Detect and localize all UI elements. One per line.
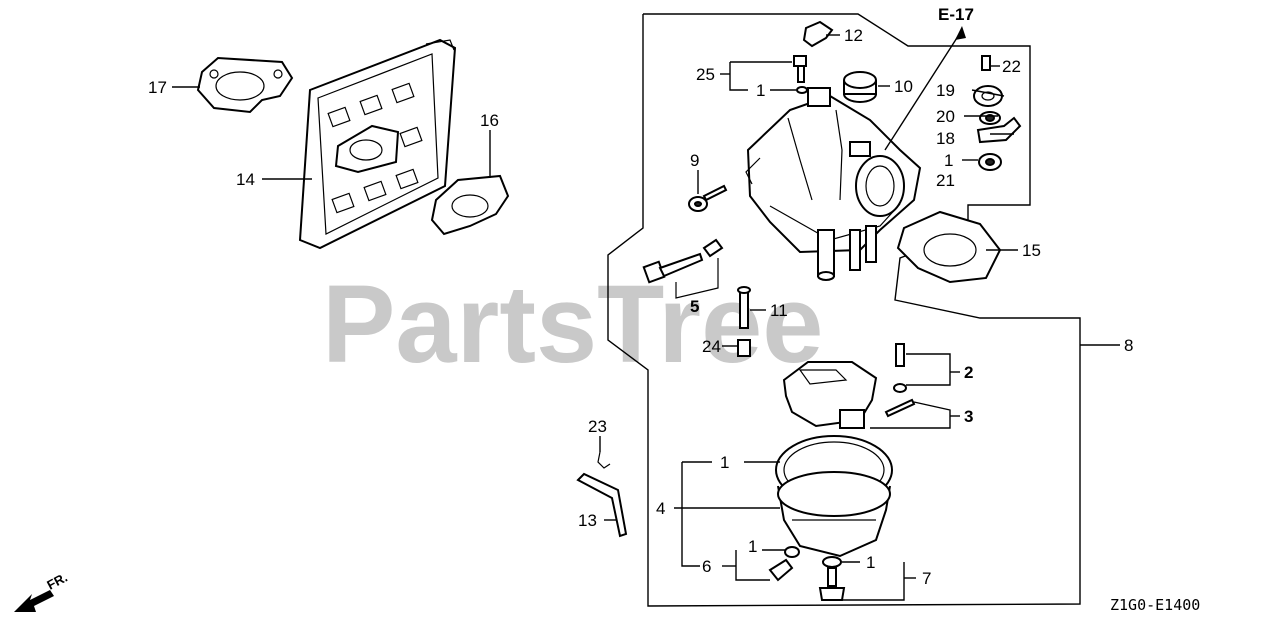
front-direction-icon: FR. (14, 570, 70, 612)
callout-22: 22 (1002, 57, 1021, 76)
leader-lines (172, 34, 1120, 601)
callout-19: 19 (936, 81, 955, 100)
callout-4: 4 (656, 499, 665, 518)
callout-20: 20 (936, 107, 955, 126)
callout-21: 21 (936, 171, 955, 190)
choke-valve-parts (973, 55, 1022, 171)
callout-13: 13 (578, 511, 597, 530)
callout-12: 12 (844, 26, 863, 45)
callout-1-bolt: 1 (866, 553, 875, 572)
carburetor-spacer-14 (298, 38, 457, 250)
direction-label: FR. (44, 570, 70, 593)
callout-1-drain: 1 (748, 537, 757, 556)
callout-14: 14 (236, 170, 255, 189)
callout-15: 15 (1022, 241, 1041, 260)
float-valve-2-pin-3 (884, 343, 916, 418)
pilot-screw-5 (642, 238, 724, 299)
callout-7: 7 (922, 569, 931, 588)
callout-23: 23 (588, 417, 607, 436)
callout-5: 5 (690, 297, 699, 316)
callout-3: 3 (964, 407, 973, 426)
gasket-15 (896, 210, 1002, 284)
drain-screw-6 (768, 546, 800, 582)
callout-17: 17 (148, 78, 167, 97)
callout-1-choke: 1 (944, 151, 953, 170)
callout-16: 16 (480, 111, 499, 130)
callout-9: 9 (690, 151, 699, 170)
carburetor-body (745, 87, 922, 281)
reference-code: Z1G0-E1400 (1110, 596, 1200, 614)
screw-9 (688, 184, 728, 212)
cover-12-screw-25 (793, 20, 834, 94)
e17-reference-arrow (884, 26, 966, 151)
gasket-17 (196, 56, 294, 114)
callout-8: 8 (1124, 336, 1133, 355)
callout-6: 6 (702, 557, 711, 576)
cap-10 (843, 71, 877, 103)
callout-11: 11 (770, 301, 788, 320)
main-nozzle-11-jet-24 (737, 286, 751, 357)
float-chamber-4 (775, 435, 893, 558)
callout-1-top: 1 (756, 81, 765, 100)
gasket-16 (430, 174, 510, 236)
float (782, 361, 878, 429)
assembly-boundary (607, 13, 1081, 607)
callout-24: 24 (702, 337, 721, 356)
callout-1-gasket: 1 (720, 453, 729, 472)
choke-rod-13 (576, 451, 628, 538)
callout-18: 18 (936, 129, 955, 148)
section-ref-e17: E-17 (938, 5, 974, 24)
callout-10: 10 (894, 77, 913, 96)
callout-25: 25 (696, 65, 715, 84)
callout-2: 2 (964, 363, 973, 382)
bolt-7 (818, 556, 846, 601)
callout-labels: 17 14 16 25 1 12 10 E-17 22 19 20 18 1 2… (148, 5, 1133, 588)
